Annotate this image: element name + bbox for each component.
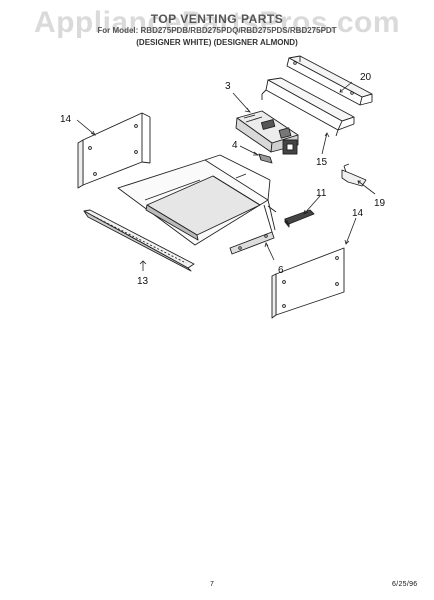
watermark: AppliancePartsPros.com bbox=[33, 6, 401, 39]
part-3-blower-motor bbox=[235, 110, 299, 155]
part-19-clip bbox=[341, 163, 367, 187]
callout-19: 19 bbox=[374, 198, 386, 209]
callout-4: 4 bbox=[232, 140, 238, 151]
part-6-top-panel bbox=[117, 154, 277, 255]
part-14-left-side-panel bbox=[77, 112, 151, 189]
page-title: TOP VENTING PARTS bbox=[150, 12, 284, 26]
model-subtitle: For Model: RBD275PDB/RBD275PDQ/RBD275PDS… bbox=[97, 26, 337, 35]
part-14-right-side-panel bbox=[271, 247, 345, 319]
part-20-vent-bracket bbox=[286, 55, 373, 106]
page-number: 7 bbox=[210, 581, 214, 588]
callout-20: 20 bbox=[360, 72, 372, 83]
document-code: 6/25/96 bbox=[392, 581, 418, 588]
callout-15: 15 bbox=[316, 157, 328, 168]
part-11-terminal-block bbox=[284, 209, 315, 228]
callout-13: 13 bbox=[137, 276, 149, 287]
color-subtitle: (DESIGNER WHITE) (DESIGNER ALMOND) bbox=[136, 38, 298, 47]
leader-lines bbox=[76, 81, 376, 271]
callout-3: 3 bbox=[225, 81, 231, 92]
callout-14-left: 14 bbox=[60, 114, 72, 125]
callout-14-right: 14 bbox=[352, 208, 364, 219]
callout-6: 6 bbox=[278, 265, 284, 276]
part-15-vent-duct bbox=[261, 77, 355, 137]
callout-11: 11 bbox=[316, 188, 327, 199]
part-4-spacer bbox=[258, 153, 273, 164]
part-13-trim-strip bbox=[83, 209, 195, 272]
